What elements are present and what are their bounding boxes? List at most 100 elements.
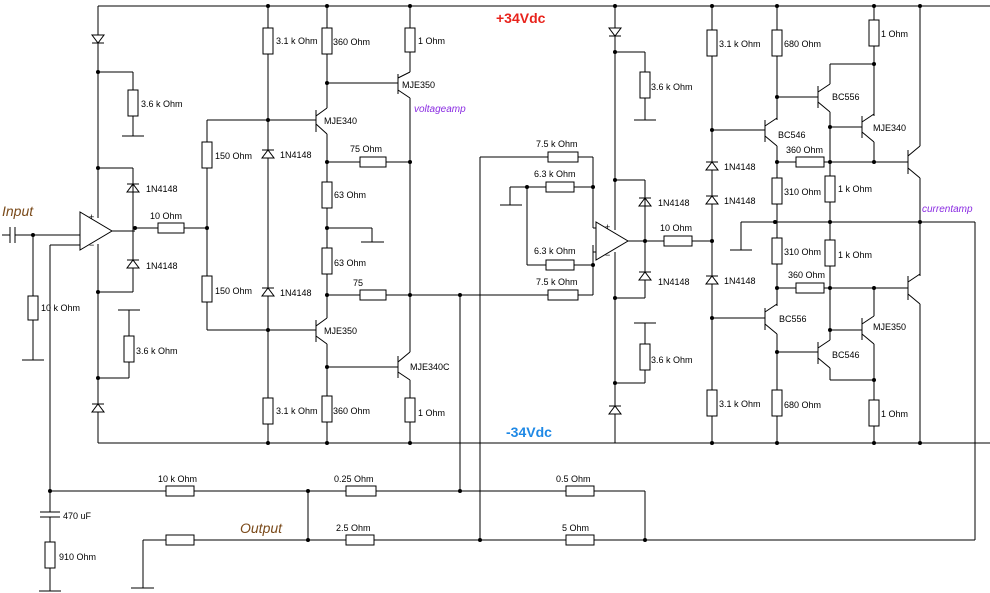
svg-text:10 Ohm: 10 Ohm [660, 223, 692, 233]
resistor-310-top [771, 177, 783, 205]
svg-text:1 Ohm: 1 Ohm [418, 36, 445, 46]
svg-text:7.5 k Ohm: 7.5 k Ohm [536, 139, 578, 149]
svg-text:3.6 k Ohm: 3.6 k Ohm [651, 82, 693, 92]
input-resistor-label: 10 k Ohm [41, 303, 80, 313]
junction [408, 441, 412, 445]
resistor-3.6k-bot [123, 335, 135, 363]
resistor-3.6k-2top [639, 71, 651, 99]
junction [458, 489, 462, 493]
svg-text:3.6 k Ohm: 3.6 k Ohm [651, 355, 693, 365]
svg-text:75: 75 [353, 278, 363, 288]
resistor-3.1k-2top [706, 29, 718, 57]
resistor-310-bot [771, 237, 783, 265]
svg-text:1N4148: 1N4148 [146, 184, 178, 194]
junction [775, 441, 779, 445]
svg-text:1 Ohm: 1 Ohm [881, 409, 908, 419]
resistor-10-2 [663, 235, 693, 247]
svg-text:310 Ohm: 310 Ohm [784, 187, 821, 197]
resistor-6.3k-bot [545, 259, 575, 271]
diode [261, 149, 275, 159]
positive-rail-label: +34Vdc [496, 10, 546, 26]
input-resistor [27, 295, 39, 321]
svg-text:BC546: BC546 [778, 130, 806, 140]
junction [266, 441, 270, 445]
resistor-1-2bot [868, 399, 880, 427]
resistor-360-2bot [795, 282, 825, 294]
junction [325, 441, 329, 445]
diode [638, 271, 652, 281]
svg-text:MJE350: MJE350 [873, 322, 906, 332]
junction [133, 226, 137, 230]
resistor-7.5k-top [547, 151, 579, 163]
svg-text:6.3 k Ohm: 6.3 k Ohm [534, 169, 576, 179]
svg-text:360 Ohm: 360 Ohm [786, 145, 823, 155]
resistor-0.5 [565, 485, 595, 497]
negative-rail-label: -34Vdc [506, 424, 552, 440]
junction [872, 441, 876, 445]
junction [613, 296, 617, 300]
junction [872, 4, 876, 8]
resistor-3.1k-top [262, 27, 274, 55]
svg-text:1N4148: 1N4148 [146, 261, 178, 271]
resistor-75-top [359, 156, 387, 168]
svg-text:680 Ohm: 680 Ohm [784, 400, 821, 410]
resistor-output [165, 534, 195, 546]
svg-text:MJE350: MJE350 [324, 326, 357, 336]
resistor-2.5 [345, 534, 375, 546]
svg-text:910 Ohm: 910 Ohm [59, 552, 96, 562]
svg-text:75 Ohm: 75 Ohm [350, 144, 382, 154]
junction [306, 538, 310, 542]
junction [710, 441, 714, 445]
svg-text:5 Ohm: 5 Ohm [562, 523, 589, 533]
svg-text:0.5 Ohm: 0.5 Ohm [556, 474, 591, 484]
svg-text:0.25 Ohm: 0.25 Ohm [334, 474, 374, 484]
resistor-680-top [771, 29, 783, 57]
resistor-3.1k-bot [262, 397, 274, 425]
svg-text:−: − [605, 250, 610, 260]
svg-text:360 Ohm: 360 Ohm [788, 270, 825, 280]
resistor-1-2top [868, 19, 880, 47]
diode [126, 259, 140, 269]
svg-text:1N4148: 1N4148 [280, 150, 312, 160]
svg-text:360 Ohm: 360 Ohm [333, 37, 370, 47]
svg-text:150 Ohm: 150 Ohm [215, 286, 252, 296]
resistor-6.3k-top [545, 181, 575, 193]
resistor-fb-10k [165, 485, 195, 497]
svg-text:MJE340C: MJE340C [410, 362, 450, 372]
zener-diode [91, 403, 105, 413]
svg-text:3.1 k Ohm: 3.1 k Ohm [276, 36, 318, 46]
resistor-3.6k-2bot [639, 343, 651, 371]
svg-text:1 k Ohm: 1 k Ohm [838, 184, 872, 194]
svg-text:7.5 k Ohm: 7.5 k Ohm [536, 277, 578, 287]
resistor-10-in [157, 222, 185, 234]
junction [918, 4, 922, 8]
svg-text:10 Ohm: 10 Ohm [150, 211, 182, 221]
svg-text:470 uF: 470 uF [63, 511, 92, 521]
svg-text:6.3 k Ohm: 6.3 k Ohm [534, 246, 576, 256]
svg-text:1N4148: 1N4148 [658, 277, 690, 287]
resistor-150-bot [201, 275, 213, 303]
svg-text:1 Ohm: 1 Ohm [418, 408, 445, 418]
zener-diode [91, 34, 105, 44]
svg-text:2.5 Ohm: 2.5 Ohm [336, 523, 371, 533]
resistor-1-bot [404, 397, 416, 423]
svg-text:10 k Ohm: 10 k Ohm [158, 474, 197, 484]
current-stage-label: currentamp [922, 204, 973, 215]
resistor-3.6k-top [127, 89, 139, 117]
junction [266, 118, 270, 122]
resistor-0.25 [345, 485, 377, 497]
diode [705, 275, 719, 285]
junction [775, 4, 779, 8]
junction [266, 328, 270, 332]
svg-text:63 Ohm: 63 Ohm [334, 190, 366, 200]
resistor-1-top [404, 27, 416, 53]
junction [408, 4, 412, 8]
svg-text:1 Ohm: 1 Ohm [881, 29, 908, 39]
svg-text:BC546: BC546 [832, 350, 860, 360]
input-label: Input [2, 203, 34, 219]
resistor-1k-bot [824, 239, 836, 267]
diode [705, 195, 719, 205]
svg-text:360 Ohm: 360 Ohm [333, 406, 370, 416]
junction [918, 441, 922, 445]
